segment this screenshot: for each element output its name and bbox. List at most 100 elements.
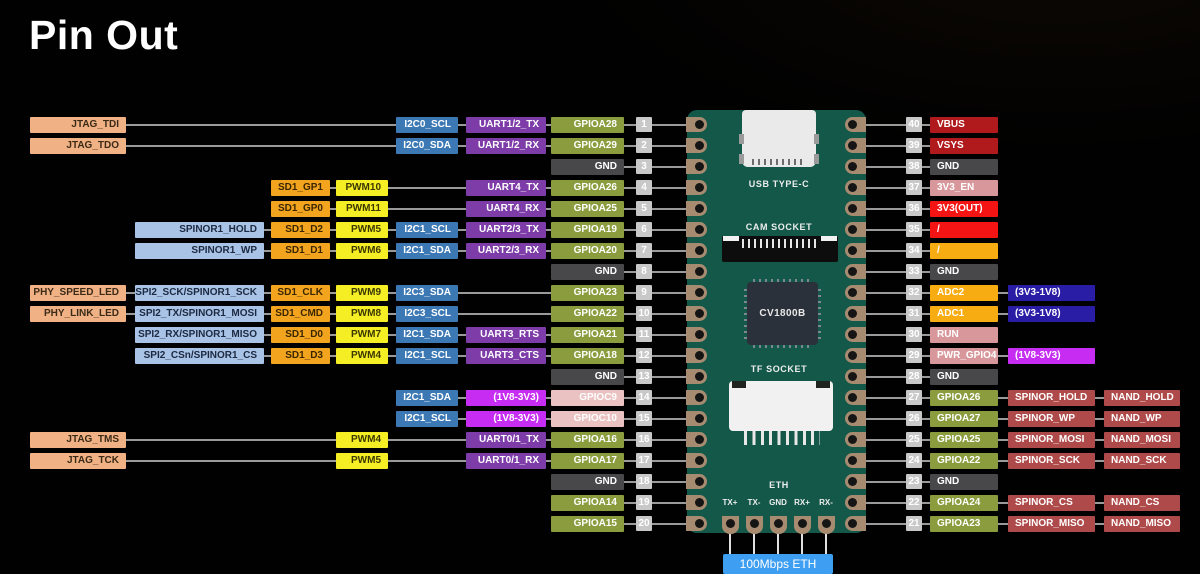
eth-wire-line	[777, 531, 779, 555]
board-pad	[845, 138, 866, 153]
pin-function-label: UART0/1_RX	[466, 453, 546, 469]
pin-function-label: I2C1_SCL	[396, 222, 458, 238]
pin-number: 32	[906, 285, 922, 300]
pin-function-label: SPI2_SCK/SPINOR1_SCK	[135, 285, 264, 301]
pin-number: 10	[636, 306, 652, 321]
board-pad	[686, 306, 707, 321]
pad-hole	[848, 372, 857, 381]
pin-function-label: PHY_LINK_LED	[30, 306, 126, 322]
pad-hole	[848, 330, 857, 339]
pin-function-label: GPIOA28	[551, 117, 624, 133]
board-pad	[845, 327, 866, 342]
pin-function-label: GPIOA22	[551, 306, 624, 322]
pin-function-label: I2C3_SDA	[396, 285, 458, 301]
pin-function-label: I2C1_SDA	[396, 327, 458, 343]
eth-label: ETH	[769, 480, 789, 490]
pin-function-label: JTAG_TMS	[30, 432, 126, 448]
pad-hole	[848, 162, 857, 171]
pin-function-label: GPIOA16	[551, 432, 624, 448]
pin-function-label: GND	[551, 264, 624, 280]
page-title: Pin Out	[29, 12, 179, 58]
board-pad	[686, 180, 707, 195]
pad-hole	[695, 120, 704, 129]
pin-function-label: GND	[551, 474, 624, 490]
pad-hole	[695, 162, 704, 171]
pin-function-label: SPI2_CSn/SPINOR1_CS	[135, 348, 264, 364]
pin-function-label: SD1_D2	[271, 222, 330, 238]
usb-side-tab	[814, 134, 819, 144]
pad-hole	[848, 519, 857, 528]
pin-function-label: SPINOR_WP	[1008, 411, 1095, 427]
pin-function-label: SD1_GP0	[271, 201, 330, 217]
wire-line	[858, 418, 1142, 420]
chip-label: CV1800B	[759, 308, 806, 319]
pin-function-label: GPIOA25	[551, 201, 624, 217]
board-pad	[686, 474, 707, 489]
board-pad	[845, 432, 866, 447]
pin-function-label: SD1_CMD	[271, 306, 330, 322]
board-pad	[845, 516, 866, 531]
eth-pad	[745, 516, 763, 534]
cam-socket-connector	[722, 236, 838, 262]
pin-number: 7	[636, 243, 652, 258]
pin-function-label: PWM4	[336, 432, 388, 448]
pin-function-label: GPIOA23	[930, 516, 998, 532]
pad-hole	[848, 477, 857, 486]
board-pad	[845, 243, 866, 258]
pin-number: 37	[906, 180, 922, 195]
pad-hole	[848, 288, 857, 297]
pin-number: 17	[636, 453, 652, 468]
pin-number: 8	[636, 264, 652, 279]
pin-function-label: PWM9	[336, 285, 388, 301]
pad-hole	[695, 414, 704, 423]
pad-hole	[848, 393, 857, 402]
board-pad	[845, 159, 866, 174]
chip-pins	[818, 288, 821, 339]
pad-hole	[695, 267, 704, 276]
board-pad	[686, 117, 707, 132]
pin-function-label: RUN	[930, 327, 998, 343]
board-pad	[686, 369, 707, 384]
pin-number: 15	[636, 411, 652, 426]
eth-wire-line	[753, 531, 755, 555]
board-pad	[845, 474, 866, 489]
pin-function-label: SD1_CLK	[271, 285, 330, 301]
pin-function-label: GND	[930, 159, 998, 175]
pin-function-label: UART1/2_TX	[466, 117, 546, 133]
pin-number: 1	[636, 117, 652, 132]
pad-hole	[695, 498, 704, 507]
pin-function-label: (3V3-1V8)	[1008, 306, 1095, 322]
pin-function-label: I2C1_SCL	[396, 348, 458, 364]
pin-number: 40	[906, 117, 922, 132]
board-pad	[845, 411, 866, 426]
pin-function-label: PHY_SPEED_LED	[30, 285, 126, 301]
wire-line	[78, 145, 695, 147]
pin-function-label: GPIOA27	[930, 411, 998, 427]
tf-tab	[732, 381, 746, 388]
eth-pin-label: RX+	[794, 498, 810, 507]
board-pad	[845, 495, 866, 510]
pin-function-label: NAND_MISO	[1104, 516, 1180, 532]
pin-function-label: PWM8	[336, 306, 388, 322]
pad-hole	[848, 498, 857, 507]
board-pad	[686, 159, 707, 174]
pin-function-label: UART4_RX	[466, 201, 546, 217]
board-pad	[686, 285, 707, 300]
board-pad	[686, 390, 707, 405]
pin-function-label: ADC1	[930, 306, 998, 322]
pin-function-label: PWM5	[336, 222, 388, 238]
pin-function-label: SPINOR_HOLD	[1008, 390, 1095, 406]
board-pad	[686, 348, 707, 363]
pin-function-label: GPIOA22	[930, 453, 998, 469]
pad-hole	[848, 267, 857, 276]
chip-pins	[753, 279, 812, 282]
pin-function-label: NAND_MOSI	[1104, 432, 1180, 448]
pad-hole	[848, 435, 857, 444]
pin-number: 19	[636, 495, 652, 510]
board-pad	[845, 180, 866, 195]
usb-type-c-connector	[739, 110, 819, 167]
pin-function-label: PWR_GPIO4	[930, 348, 998, 364]
pin-function-label: 3V3(OUT)	[930, 201, 998, 217]
eth-pin-label: GND	[769, 498, 787, 507]
pin-function-label: GPIOA14	[551, 495, 624, 511]
